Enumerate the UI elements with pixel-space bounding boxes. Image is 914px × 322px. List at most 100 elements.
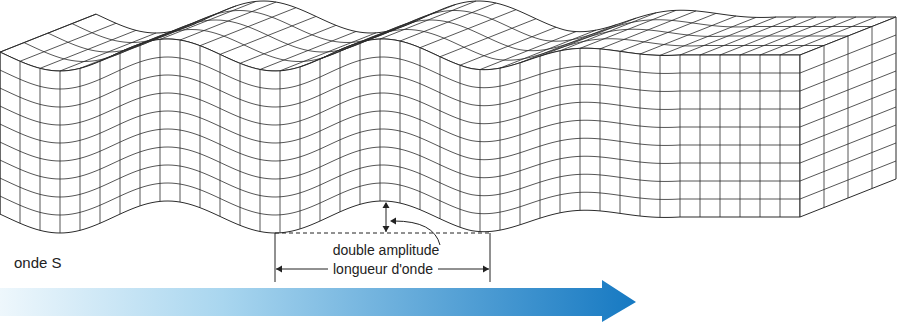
wavelength-bracket <box>275 233 276 282</box>
grid-line <box>580 48 581 210</box>
grid-line <box>0 14 96 52</box>
grid-line <box>800 125 896 163</box>
grid-line <box>872 27 873 189</box>
grid-line <box>720 55 721 217</box>
grid-line <box>380 1 476 39</box>
grid-line <box>100 61 101 223</box>
grid-line <box>40 68 41 230</box>
grid-line <box>800 71 896 109</box>
grid-line <box>560 51 561 213</box>
arrow-head <box>390 218 396 225</box>
grid-line <box>380 39 381 201</box>
grid-line <box>160 1 256 39</box>
grid-line <box>60 33 156 71</box>
grid-line <box>500 68 501 230</box>
grid-line <box>780 17 876 55</box>
grid-line <box>680 55 681 217</box>
grid-line <box>760 55 761 217</box>
grid-line <box>600 49 601 211</box>
grid-line <box>460 65 461 227</box>
grid-line <box>360 4 456 42</box>
grid-line <box>80 68 81 230</box>
end-face <box>800 17 896 217</box>
grid-line <box>320 59 321 221</box>
grid-line <box>200 46 201 208</box>
grid-line <box>0 52 1 214</box>
grid-line <box>540 56 541 218</box>
wavelength-label: longueur d'onde <box>333 261 433 277</box>
grid-line <box>400 41 401 203</box>
grid-line <box>440 19 536 57</box>
grid-line <box>140 44 141 206</box>
grid-line <box>260 69 261 231</box>
wave-name: onde S <box>14 255 62 271</box>
wavelength-bracket <box>490 233 491 282</box>
grid-line <box>760 17 856 55</box>
grid-line <box>240 63 241 225</box>
grid-line <box>120 52 121 214</box>
grid-line <box>700 17 796 55</box>
grid-line <box>500 30 596 68</box>
grid-line <box>600 11 696 49</box>
grid-line <box>848 36 849 198</box>
grid-line <box>800 161 896 199</box>
trough-level-line <box>275 233 490 234</box>
wavelength-arrow <box>276 269 328 270</box>
grid-line <box>140 6 236 44</box>
grid-line <box>620 51 621 213</box>
grid-line <box>160 39 161 201</box>
rock-block-grid <box>0 1 896 233</box>
grid-line <box>20 23 116 61</box>
grid-line <box>240 25 336 63</box>
grid-line <box>280 33 376 71</box>
measure-annotations <box>275 202 490 282</box>
propagation-arrow <box>0 280 636 322</box>
grid-line <box>220 54 221 216</box>
grid-line <box>560 13 656 51</box>
grid-line <box>420 10 516 48</box>
grid-line <box>660 17 756 55</box>
amplitude-label: double amplitude <box>333 242 440 258</box>
grid-line <box>580 10 676 48</box>
grid-line <box>100 23 196 61</box>
grid-line <box>640 54 641 216</box>
grid-line <box>800 143 896 181</box>
grid-line <box>740 55 741 217</box>
grid-line <box>660 55 661 217</box>
grid-line <box>520 63 521 225</box>
grid-line <box>800 107 896 145</box>
grid-line <box>360 42 361 204</box>
arrow-head <box>383 202 390 208</box>
grid-line <box>280 71 281 233</box>
pointer-curve <box>394 221 440 245</box>
grid-line <box>20 61 21 223</box>
grid-line <box>200 8 296 46</box>
grid-line <box>400 3 496 41</box>
grid-line <box>720 17 816 55</box>
front-face <box>0 39 800 233</box>
arrow-head <box>483 266 489 273</box>
grid-line <box>700 55 701 217</box>
grid-line <box>520 25 616 63</box>
grid-line <box>620 13 716 51</box>
grid-line <box>800 53 896 91</box>
wavelength-arrow <box>438 269 489 270</box>
arrow-head <box>383 226 390 232</box>
grid-line <box>180 40 181 202</box>
grid-line <box>640 16 736 54</box>
grid-line <box>440 57 441 219</box>
grid-line <box>420 48 421 210</box>
grid-line <box>340 50 341 212</box>
grid-line <box>680 17 776 55</box>
grid-line <box>60 71 61 233</box>
arrow-head <box>276 266 282 273</box>
grid-line <box>740 17 836 55</box>
grid-line <box>460 27 556 65</box>
grid-line <box>220 16 316 54</box>
grid-line <box>300 67 301 229</box>
grid-line <box>40 30 136 68</box>
grid-line <box>824 46 825 208</box>
grid-line <box>780 55 781 217</box>
